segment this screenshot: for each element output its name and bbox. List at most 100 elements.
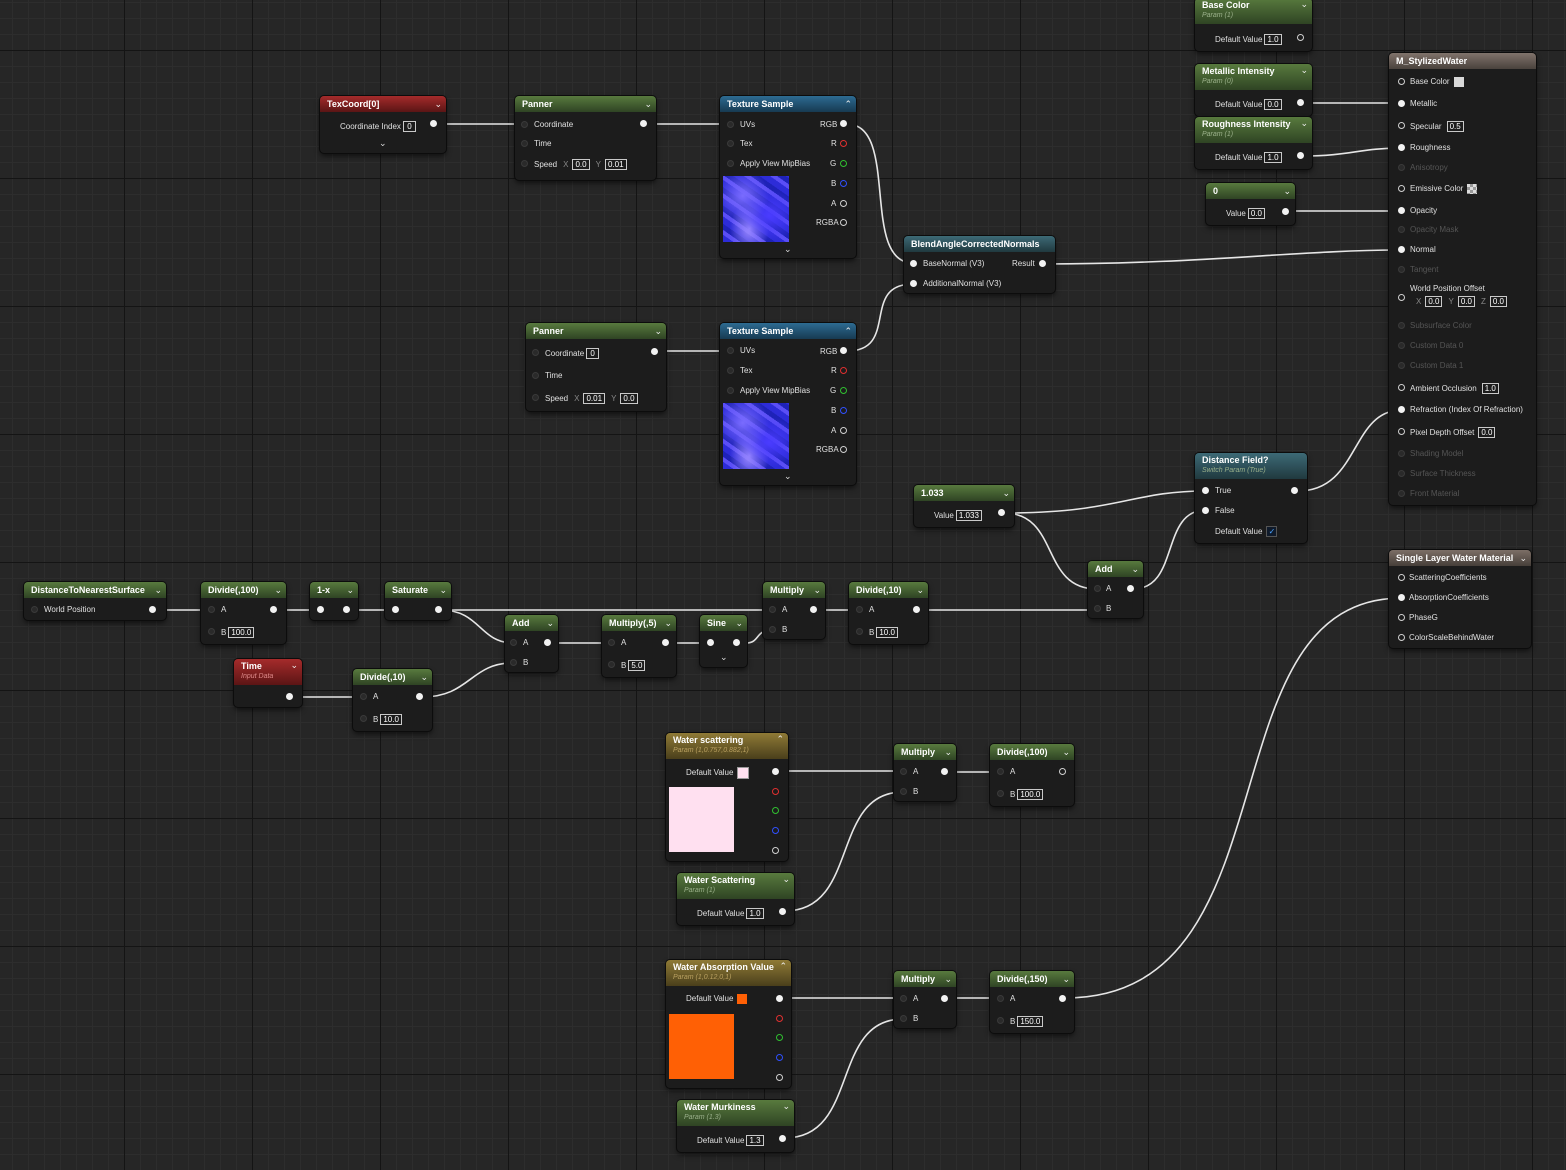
input-pin[interactable] (900, 788, 907, 795)
a-output-pin[interactable] (840, 200, 847, 207)
speed-y-field[interactable]: 0.01 (604, 159, 627, 170)
multiply-node[interactable]: Multiply⌄ A B (763, 582, 825, 639)
input-pin[interactable] (1398, 406, 1405, 413)
node-header[interactable]: Saturate⌄ (385, 582, 451, 598)
node-header[interactable]: 1.033⌄ (914, 485, 1014, 501)
input-pin[interactable] (521, 140, 528, 147)
input-pin[interactable] (1202, 507, 1209, 514)
input-pin[interactable] (608, 639, 615, 646)
output-pin[interactable] (1059, 768, 1066, 775)
multiply-node[interactable]: Multiply⌄ A B (894, 744, 956, 801)
input-pin[interactable] (707, 639, 714, 646)
distance-field-switch-node[interactable]: Distance Field?Switch Param (True) True … (1195, 453, 1307, 543)
chevron-down-icon[interactable]: ⌄ (944, 747, 952, 757)
output-pin[interactable] (416, 693, 423, 700)
input-pin[interactable] (1398, 574, 1405, 581)
output-pin[interactable] (941, 995, 948, 1002)
input-pin[interactable] (997, 995, 1004, 1002)
input-pin[interactable] (1094, 585, 1101, 592)
output-pin[interactable] (1059, 995, 1066, 1002)
input-pin[interactable] (769, 606, 776, 613)
node-header[interactable]: TexCoord[0]⌄ (320, 96, 446, 112)
input-pin[interactable] (317, 606, 324, 613)
input-pin[interactable] (392, 606, 399, 613)
chevron-down-icon[interactable]: ⌄ (784, 471, 792, 481)
texture-sample-node[interactable]: Texture Sample⌃ UVs Tex Apply View MipBi… (720, 323, 856, 485)
input-pin[interactable] (208, 606, 215, 613)
color-swatch[interactable] (1467, 184, 1478, 194)
input-pin[interactable] (727, 160, 734, 167)
input-pin[interactable] (727, 347, 734, 354)
input-pin[interactable] (997, 790, 1004, 797)
wpo-z-field[interactable]: 0.0 (1489, 296, 1507, 307)
default-value-field[interactable]: 1.0 (1264, 152, 1282, 163)
node-header[interactable]: 0⌄ (1206, 183, 1295, 199)
input-pin[interactable] (31, 606, 38, 613)
wpo-y-field[interactable]: 0.0 (1457, 296, 1475, 307)
chevron-up-icon[interactable]: ⌃ (779, 961, 787, 971)
node-header[interactable]: Texture Sample⌃ (720, 96, 856, 112)
chevron-down-icon[interactable]: ⌄ (1062, 747, 1070, 757)
input-pin[interactable] (727, 367, 734, 374)
r-output-pin[interactable] (772, 788, 779, 795)
rgba-output-pin[interactable] (840, 219, 847, 226)
default-value-checkbox[interactable]: ✓ (1266, 526, 1278, 537)
input-pin[interactable] (997, 1017, 1004, 1024)
default-value-field[interactable]: 0.0 (1264, 99, 1282, 110)
b-value-field[interactable]: 100.0 (228, 627, 255, 638)
output-pin[interactable] (810, 606, 817, 613)
input-pin[interactable] (608, 661, 615, 668)
input-pin[interactable] (900, 1015, 907, 1022)
output-pin[interactable] (998, 509, 1005, 516)
chevron-down-icon[interactable]: ⌄ (784, 244, 792, 254)
b-value-field[interactable]: 100.0 (1017, 789, 1044, 800)
output-pin[interactable] (779, 1135, 786, 1142)
chevron-down-icon[interactable]: ⌄ (916, 585, 924, 595)
output-pin[interactable] (941, 768, 948, 775)
chevron-down-icon[interactable]: ⌄ (782, 1101, 790, 1111)
input-pin[interactable] (532, 394, 539, 401)
node-header[interactable]: Panner⌄ (515, 96, 656, 112)
chevron-down-icon[interactable]: ⌄ (434, 99, 442, 109)
chevron-up-icon[interactable]: ⌃ (844, 99, 852, 109)
a-output-pin[interactable] (840, 427, 847, 434)
node-header[interactable]: DistanceToNearestSurface⌄ (24, 582, 166, 598)
input-pin[interactable] (1398, 246, 1405, 253)
speed-x-field[interactable]: 0.01 (583, 393, 606, 404)
value-field[interactable]: 0.0 (1247, 208, 1265, 219)
coordinate-field[interactable]: 0 (586, 348, 600, 359)
chevron-down-icon[interactable]: ⌄ (420, 672, 428, 682)
node-header[interactable]: Add⌄ (1088, 561, 1143, 577)
input-pin[interactable] (532, 349, 539, 356)
output-pin[interactable] (779, 908, 786, 915)
chevron-down-icon[interactable]: ⌄ (1062, 974, 1070, 984)
node-header[interactable]: Divide(,100)⌄ (990, 744, 1074, 760)
node-header[interactable]: Texture Sample⌃ (720, 323, 856, 339)
input-pin[interactable] (900, 768, 907, 775)
chevron-down-icon[interactable]: ⌄ (154, 585, 162, 595)
chevron-down-icon[interactable]: ⌄ (1002, 488, 1010, 498)
node-header[interactable]: Multiply⌄ (894, 744, 956, 760)
node-header[interactable]: Divide(,10)⌄ (849, 582, 928, 598)
input-pin[interactable] (1398, 144, 1405, 151)
chevron-down-icon[interactable]: ⌄ (654, 326, 662, 336)
input-pin[interactable] (521, 160, 528, 167)
b-value-field[interactable]: 10.0 (876, 627, 898, 638)
chevron-down-icon[interactable]: ⌄ (1131, 564, 1139, 574)
node-header[interactable]: Divide(,150)⌄ (990, 971, 1074, 987)
chevron-down-icon[interactable]: ⌄ (664, 618, 672, 628)
default-value-field[interactable]: 1.0 (1264, 34, 1282, 45)
